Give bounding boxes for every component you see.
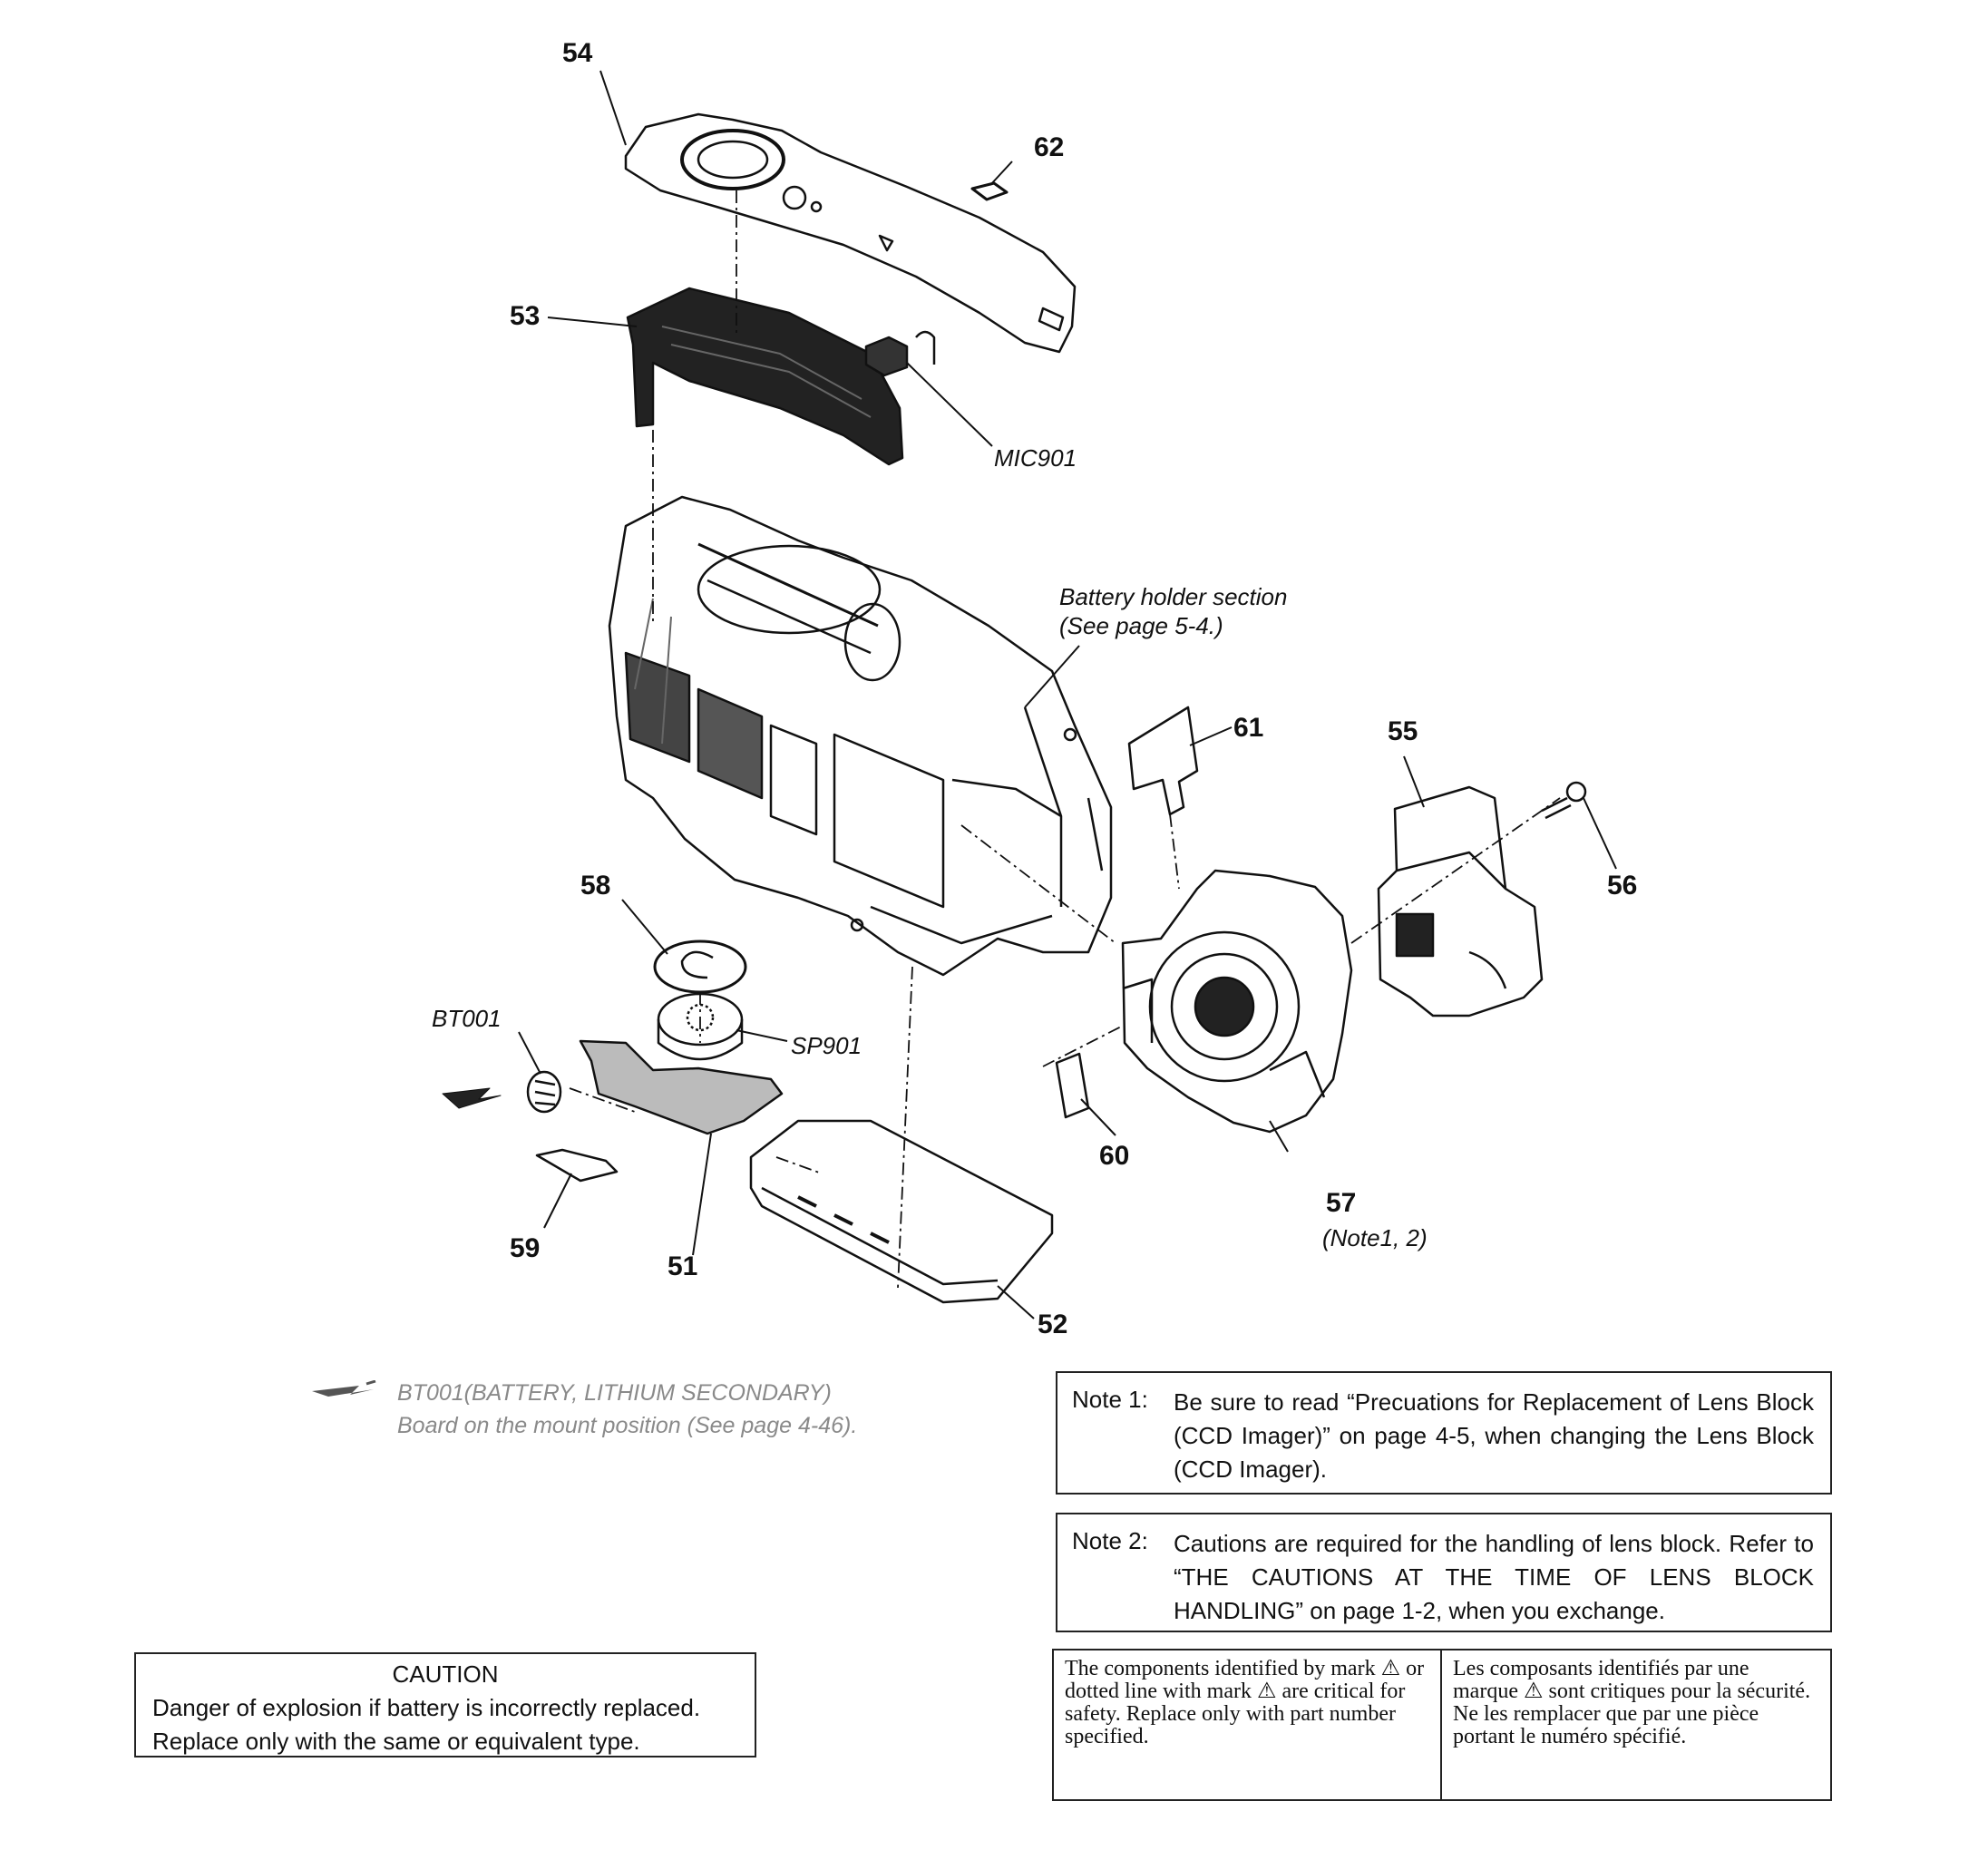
note-2-box: Note 2: Cautions are required for the ha… (1056, 1513, 1832, 1632)
label-note-ref: (Note1, 2) (1322, 1224, 1428, 1251)
caution-title: CAUTION (392, 1660, 499, 1688)
part-60-sheet (1055, 1052, 1090, 1119)
part-62-small-pad (970, 181, 1009, 201)
battery-holder-line2: (See page 5-4.) (1059, 612, 1223, 639)
part-61-flex-sheet (1127, 706, 1199, 816)
callout-59: 59 (510, 1233, 541, 1263)
callout-51: 51 (668, 1251, 698, 1281)
note-2-tag: Note 2: (1072, 1527, 1148, 1554)
callout-60: 60 (1099, 1141, 1130, 1171)
battery-legend-line2: Board on the mount position (See page 4-… (397, 1413, 858, 1438)
callout-53: 53 (510, 301, 541, 331)
safety-notice-box: The components identified by mark ⚠ or d… (1052, 1649, 1832, 1801)
bt001-battery (526, 1070, 562, 1114)
safety-english: The components identified by mark ⚠ or d… (1065, 1657, 1425, 1748)
part-52-board (749, 1119, 1054, 1304)
safety-french: Les composants identifiés par une marque… (1453, 1657, 1811, 1748)
part-51-bracket (579, 1039, 784, 1135)
label-bt001: BT001 (432, 1005, 502, 1032)
callout-54: 54 (562, 38, 593, 68)
note-1-box: Note 1: Be sure to read “Precuations for… (1056, 1371, 1832, 1495)
caution-line2: Replace only with the same or equivalent… (152, 1728, 640, 1755)
note-1-text: Be sure to read “Precuations for Replace… (1174, 1388, 1814, 1483)
label-sp901: SP901 (791, 1032, 862, 1059)
note-1-tag: Note 1: (1072, 1386, 1148, 1413)
caution-box: CAUTION Danger of explosion if battery i… (134, 1652, 756, 1758)
part-54-top-cover (624, 112, 1077, 354)
safety-divider (1440, 1650, 1442, 1799)
part-56-screw (1541, 781, 1587, 820)
callout-57: 57 (1326, 1188, 1357, 1218)
battery-holder-line1: Battery holder section (1059, 583, 1288, 610)
label-battery-holder: Battery holder section (See page 5-4.) (1059, 582, 1287, 640)
note-2-text: Cautions are required for the handling o… (1174, 1530, 1814, 1624)
part-57-lens-block (1121, 869, 1353, 1134)
callout-62: 62 (1034, 132, 1065, 162)
part-58-ring (653, 940, 747, 994)
label-mic901: MIC901 (994, 444, 1077, 472)
battery-legend: BT001(BATTERY, LITHIUM SECONDARY) Board … (312, 1377, 858, 1442)
part-59-tab (535, 1148, 619, 1183)
caution-line1: Danger of explosion if battery is incorr… (152, 1694, 701, 1721)
leader-lines (518, 70, 1617, 1319)
battery-mark-icon (442, 1087, 502, 1109)
alignment-lines (569, 190, 1561, 1289)
part-53-bracket (626, 287, 904, 466)
battery-legend-line1: BT001(BATTERY, LITHIUM SECONDARY) (397, 1380, 832, 1406)
callout-56: 56 (1607, 871, 1638, 901)
callout-52: 52 (1038, 1310, 1068, 1339)
part-55-cover (1377, 785, 1544, 1018)
mic901-microphone (864, 330, 936, 377)
main-chassis-frame (608, 495, 1113, 977)
battery-mark-legend-icon (312, 1380, 376, 1397)
callout-61: 61 (1233, 713, 1264, 743)
callout-55: 55 (1388, 716, 1418, 746)
callout-58: 58 (580, 871, 611, 901)
